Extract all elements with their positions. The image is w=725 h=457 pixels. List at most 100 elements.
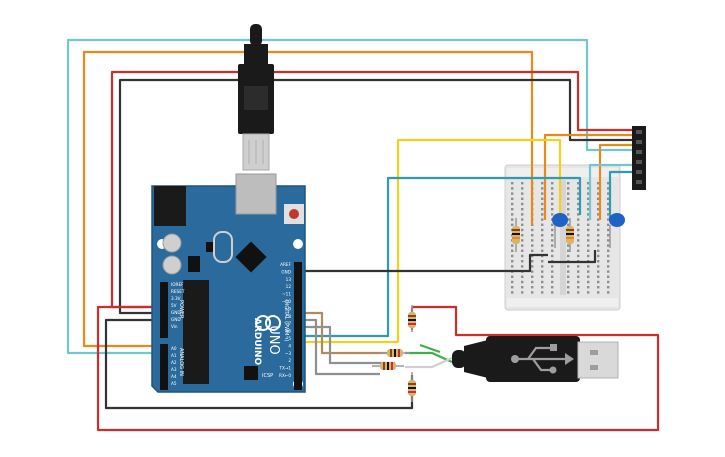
breadboard-hole bbox=[541, 249, 544, 252]
breadboard-hole bbox=[521, 228, 524, 232]
breadboard-hole bbox=[577, 187, 580, 190]
breadboard-hole bbox=[587, 192, 590, 195]
pin-label: ~10 bbox=[282, 299, 291, 304]
breadboard-hole bbox=[541, 280, 544, 284]
breadboard-hole bbox=[607, 260, 610, 263]
pin-label: RESET bbox=[171, 289, 185, 294]
pin-label: GND bbox=[171, 317, 181, 322]
pin-label: 13 bbox=[286, 277, 292, 282]
breadboard-hole bbox=[551, 234, 554, 237]
resistor-bottom[interactable] bbox=[408, 372, 416, 402]
ceramic-capacitor-1[interactable] bbox=[552, 213, 568, 248]
ceramic-capacitor-2[interactable] bbox=[609, 213, 625, 248]
pin-label: 12 bbox=[286, 284, 292, 289]
breadboard-hole bbox=[597, 234, 600, 237]
breadboard-hole bbox=[521, 260, 524, 263]
breadboard-hole bbox=[541, 223, 544, 226]
breadboard-hole bbox=[521, 218, 524, 221]
breadboard-hole bbox=[607, 239, 610, 242]
breadboard-hole bbox=[531, 286, 534, 289]
breadboard-hole bbox=[587, 280, 590, 284]
breadboard-hole bbox=[511, 275, 514, 278]
pin-label: A4 bbox=[171, 374, 177, 379]
breadboard-hole bbox=[597, 202, 600, 206]
digital-header-low bbox=[294, 300, 302, 390]
bb-resistor-1[interactable] bbox=[512, 218, 520, 252]
breadboard-hole bbox=[531, 260, 534, 263]
breadboard-hole bbox=[521, 265, 524, 268]
breadboard-hole bbox=[607, 202, 610, 206]
breadboard-hole bbox=[551, 265, 554, 268]
breadboard-hole bbox=[607, 208, 610, 211]
breadboard-hole bbox=[521, 286, 524, 289]
breadboard-hole bbox=[511, 202, 514, 206]
breadboard-hole bbox=[521, 182, 524, 185]
breadboard-hole bbox=[531, 265, 534, 268]
pin-label: ~5 bbox=[285, 336, 292, 341]
breadboard-hole bbox=[577, 254, 580, 258]
breadboard-hole bbox=[597, 239, 600, 242]
bb-resistor-2[interactable] bbox=[566, 218, 574, 252]
breadboard-hole bbox=[521, 275, 524, 278]
breadboard-hole bbox=[607, 192, 610, 195]
analog-header-title: ANALOG IN bbox=[178, 348, 184, 376]
breadboard-hole bbox=[587, 291, 590, 294]
arduino-uno-board[interactable]: ICSP ARDUINO UNO POWER ANALOG IN DIGITAL… bbox=[151, 173, 306, 393]
wire-green-2 bbox=[419, 343, 441, 354]
breadboard-hole bbox=[541, 208, 544, 211]
breadboard-hole bbox=[567, 286, 570, 289]
resistor-mid-2[interactable] bbox=[372, 362, 404, 370]
resistor-mid-1[interactable] bbox=[380, 349, 410, 357]
breadboard-hole bbox=[607, 280, 610, 284]
breadboard-hole bbox=[567, 208, 570, 211]
breadboard-hole bbox=[531, 244, 534, 247]
wire-black-gnd bbox=[300, 253, 548, 273]
breadboard-hole bbox=[607, 197, 610, 200]
breadboard-hole bbox=[577, 228, 580, 232]
breadboard-hole bbox=[597, 208, 600, 211]
pin-label: 3.3V bbox=[171, 296, 181, 301]
breadboard-hole bbox=[551, 244, 554, 247]
usb-a-plug[interactable] bbox=[452, 336, 619, 382]
breadboard-hole bbox=[541, 213, 544, 216]
wire-yellow bbox=[300, 138, 562, 344]
pin-label: ~9 bbox=[285, 306, 292, 311]
breadboard-hole bbox=[511, 291, 514, 294]
female-pin-header[interactable] bbox=[632, 126, 646, 190]
breadboard-hole bbox=[551, 192, 554, 195]
breadboard-hole bbox=[597, 260, 600, 263]
breadboard-hole bbox=[551, 291, 554, 294]
breadboard-hole bbox=[597, 270, 600, 273]
breadboard-hole bbox=[587, 182, 590, 185]
breadboard[interactable] bbox=[504, 164, 621, 311]
pin-label: A1 bbox=[171, 353, 177, 358]
breadboard-hole bbox=[587, 228, 590, 232]
breadboard-hole bbox=[577, 218, 580, 221]
breadboard-hole bbox=[587, 249, 590, 252]
breadboard-hole bbox=[521, 280, 524, 284]
breadboard-hole bbox=[511, 218, 514, 221]
breadboard-hole bbox=[511, 182, 514, 185]
breadboard-hole bbox=[597, 218, 600, 221]
breadboard-hole bbox=[551, 223, 554, 226]
breadboard-hole bbox=[577, 286, 580, 289]
breadboard-hole bbox=[577, 280, 580, 284]
breadboard-hole bbox=[587, 218, 590, 221]
usb-b-cable[interactable] bbox=[238, 24, 274, 171]
breadboard-hole bbox=[567, 291, 570, 294]
breadboard-hole bbox=[541, 275, 544, 278]
breadboard-hole bbox=[531, 280, 534, 284]
pin-label: 5V bbox=[171, 303, 177, 308]
breadboard-hole bbox=[597, 280, 600, 284]
breadboard-hole bbox=[551, 213, 554, 216]
breadboard-hole bbox=[587, 239, 590, 242]
resistor-top[interactable] bbox=[408, 305, 416, 332]
wire-gray-2 bbox=[300, 325, 395, 365]
breadboard-hole bbox=[541, 260, 544, 263]
breadboard-hole bbox=[521, 223, 524, 226]
brand-label: ARDUINO bbox=[252, 318, 262, 366]
breadboard-hole bbox=[607, 223, 610, 226]
breadboard-hole bbox=[597, 244, 600, 247]
